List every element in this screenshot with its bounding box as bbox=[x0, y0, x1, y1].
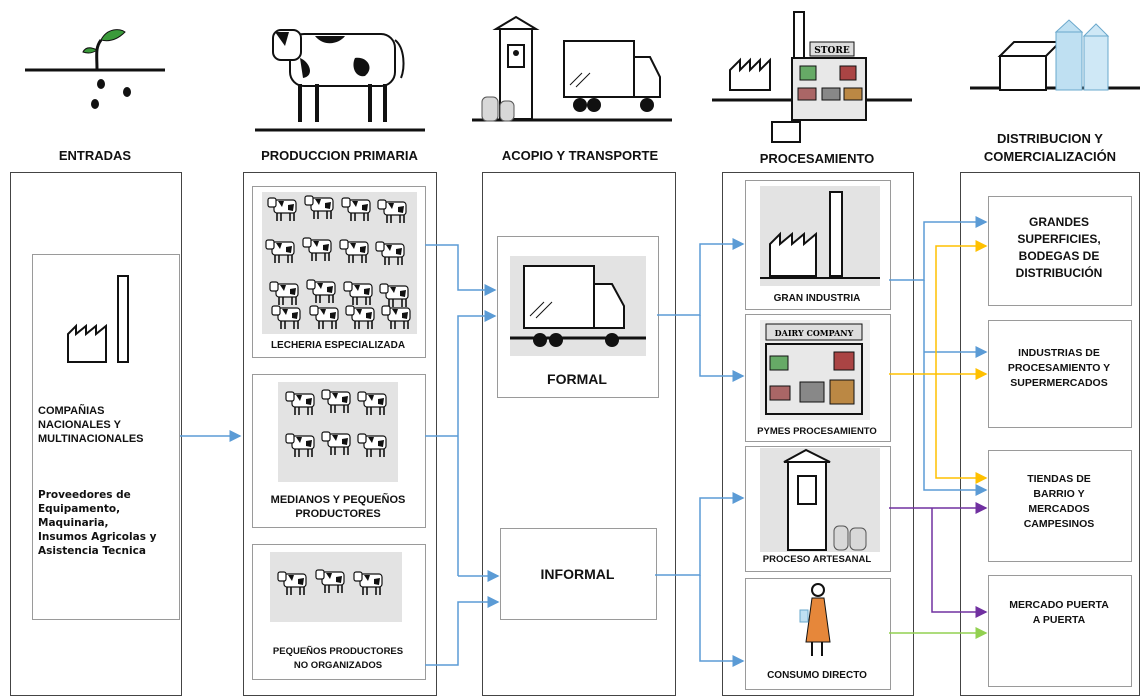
mercado-box bbox=[988, 575, 1132, 687]
industrias-line3: SUPERMERCADOS bbox=[1010, 377, 1108, 389]
entradas-prov-line1: Proveedores de bbox=[38, 489, 131, 501]
cow-icon bbox=[379, 283, 409, 307]
mercado-line1: MERCADO PUERTA bbox=[1009, 599, 1109, 611]
gran-industria-label: GRAN INDUSTRIA bbox=[773, 293, 861, 304]
header-acopio-transporte: ACOPIO Y TRANSPORTE bbox=[501, 148, 659, 163]
mercado-line2: A PUERTA bbox=[1032, 614, 1086, 626]
cow-icon bbox=[304, 195, 334, 219]
entradas-company-line3: MULTINACIONALES bbox=[38, 433, 144, 445]
cow-icon bbox=[309, 305, 339, 329]
medianos-label-line2: PRODUCTORES bbox=[295, 508, 381, 520]
medianos-label-line1: MEDIANOS Y PEQUEÑOS bbox=[270, 494, 406, 506]
grandes-line2: SUPERFICIES, bbox=[1017, 232, 1101, 246]
header-entradas: ENTRADAS bbox=[58, 148, 132, 163]
blue-arrows bbox=[180, 216, 988, 667]
pequenos-label-line1: PEQUEÑOS PRODUCTORES bbox=[272, 646, 404, 657]
cow-icon bbox=[267, 197, 297, 221]
tiendas-line2: BARRIO Y bbox=[1033, 488, 1085, 500]
artesanal-label: PROCESO ARTESANAL bbox=[762, 554, 872, 565]
store-sign: STORE bbox=[814, 46, 850, 56]
header-produccion-primaria: PRODUCCION PRIMARIA bbox=[261, 148, 418, 163]
cow-icon bbox=[321, 431, 351, 455]
entradas-company-line1: COMPAÑIAS bbox=[38, 405, 105, 417]
sprout-icon bbox=[25, 29, 165, 109]
grandes-line1: GRANDES bbox=[1028, 215, 1089, 229]
lecheria-label: LECHERIA ESPECIALIZADA bbox=[270, 340, 406, 351]
cow-icon bbox=[381, 305, 411, 329]
entradas-prov-line4: Insumos Agricolas y bbox=[38, 531, 157, 543]
cow-icon bbox=[255, 29, 425, 132]
cow-icon bbox=[357, 391, 387, 415]
cow-icon bbox=[343, 281, 373, 305]
tiendas-box bbox=[988, 450, 1132, 562]
entradas-box bbox=[32, 254, 180, 620]
cow-icon bbox=[302, 237, 332, 261]
cow-icon bbox=[315, 569, 345, 593]
header-distribucion-2: COMERCIALIZACIÓN bbox=[983, 149, 1117, 164]
tiendas-line3: MERCADOS bbox=[1028, 503, 1090, 515]
cow-icon bbox=[357, 433, 387, 457]
factory-icon bbox=[760, 186, 880, 286]
booth-icon bbox=[760, 448, 880, 552]
tiendas-line1: TIENDAS DE bbox=[1027, 473, 1091, 485]
truck-booth-icon bbox=[472, 15, 672, 122]
cow-icon bbox=[345, 305, 375, 329]
milk-cartons-icon bbox=[970, 19, 1140, 91]
cow-icon bbox=[377, 199, 407, 223]
tiendas-line4: CAMPESINOS bbox=[1023, 518, 1095, 530]
header-distribucion-1: DISTRIBUCION Y bbox=[997, 131, 1103, 146]
cow-icon bbox=[271, 305, 301, 329]
cow-icon bbox=[285, 433, 315, 457]
entradas-prov-line2: Equipamento, bbox=[38, 503, 121, 515]
industrias-line2: PROCESAMIENTO Y bbox=[1007, 362, 1111, 374]
cow-icon bbox=[277, 571, 307, 595]
cow-icon bbox=[353, 571, 383, 595]
grandes-line4: DISTRIBUCIÓN bbox=[1015, 266, 1103, 280]
dairy-sign: DAIRY COMPANY bbox=[775, 328, 854, 338]
entradas-company-line2: NACIONALES Y bbox=[38, 419, 121, 431]
dairy-store-icon: DAIRY COMPANY bbox=[760, 320, 870, 420]
industrias-box bbox=[988, 320, 1132, 428]
header-procesamiento: PROCESAMIENTO bbox=[759, 151, 875, 166]
pequenos-label-line2: NO ORGANIZADOS bbox=[293, 660, 383, 671]
cow-icon bbox=[321, 389, 351, 413]
entradas-prov-line5: Asistencia Tecnica bbox=[38, 545, 146, 557]
cow-icon bbox=[265, 239, 295, 263]
factory-icon bbox=[67, 275, 129, 363]
cow-icon bbox=[285, 391, 315, 415]
factory-store-icon: STORE bbox=[712, 11, 912, 143]
cow-icon bbox=[341, 197, 371, 221]
cow-icon bbox=[339, 239, 369, 263]
truck-icon bbox=[510, 256, 646, 356]
informal-label: INFORMAL bbox=[540, 566, 615, 582]
yellow-arrows bbox=[889, 240, 988, 484]
entradas-prov-line3: Maquinaria, bbox=[38, 517, 109, 529]
cow-icon bbox=[375, 241, 405, 265]
purple-arrows bbox=[889, 502, 988, 618]
grandes-box bbox=[988, 196, 1132, 306]
informal-box bbox=[500, 528, 657, 620]
cow-icon bbox=[306, 279, 336, 303]
consumo-label: CONSUMO DIRECTO bbox=[767, 670, 867, 681]
pymes-label: PYMES PROCESAMIENTO bbox=[757, 426, 877, 437]
grandes-line3: BODEGAS DE bbox=[1018, 249, 1100, 263]
cow-icon bbox=[269, 281, 299, 305]
formal-label: FORMAL bbox=[547, 371, 607, 387]
woman-icon bbox=[799, 583, 831, 656]
industrias-line1: INDUSTRIAS DE bbox=[1018, 347, 1100, 359]
